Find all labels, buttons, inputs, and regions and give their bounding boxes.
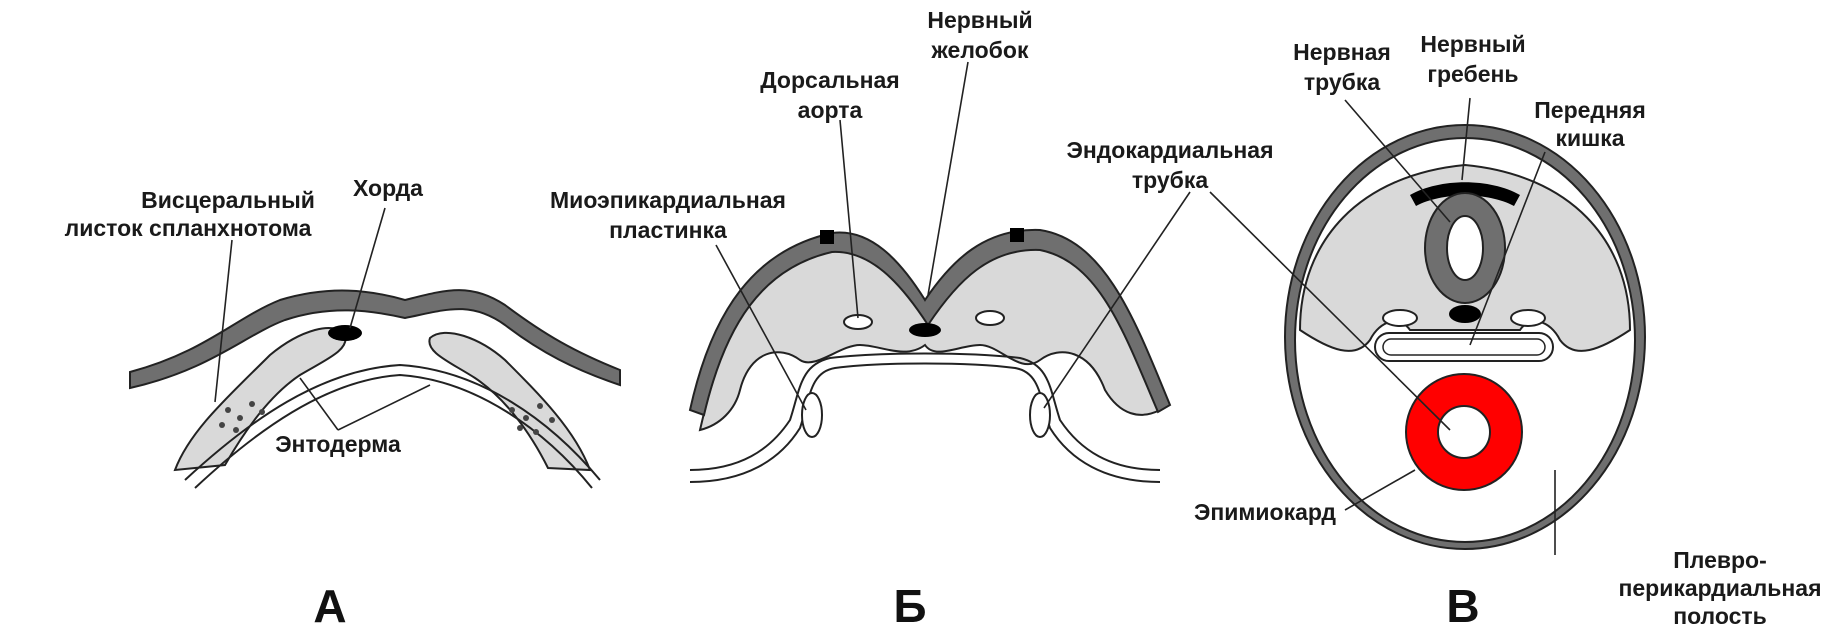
- panel-letter-a: А: [313, 580, 346, 632]
- b-right-crest: [1010, 228, 1024, 242]
- v-neural-canal: [1447, 216, 1483, 280]
- panel-letter-b: Б: [893, 580, 926, 632]
- panel-b-section: [690, 62, 1190, 482]
- label-foregut-line2: кишка: [1555, 125, 1624, 151]
- b-chorda: [909, 323, 941, 337]
- a-chorda: [328, 325, 362, 341]
- label-foregut-line1: Передняя: [1534, 97, 1646, 123]
- label-pleuropericardial-line3: полость: [1673, 603, 1767, 629]
- label-endocardial-line1: Эндокардиальная: [1066, 137, 1273, 163]
- label-pleuropericardial-line1: Плевро-: [1673, 547, 1767, 573]
- label-myoepicardial-line1: Миоэпикардиальная: [550, 187, 786, 213]
- b-right-dorsal-aorta: [976, 311, 1004, 325]
- label-pleuropericardial-line2: перикардиальная: [1618, 575, 1821, 601]
- label-dorsal-aorta-line1: Дорсальная: [760, 67, 899, 93]
- label-dorsal-aorta-line2: аорта: [798, 97, 863, 123]
- b-left-crest: [820, 230, 834, 244]
- b-right-endocardial-tube: [1030, 393, 1050, 437]
- label-neural-tube-line1: Нервная: [1293, 39, 1391, 65]
- label-endocardial-line2: трубка: [1132, 167, 1209, 193]
- label-visceral-line1: Висцеральный: [141, 187, 315, 213]
- label-visceral-line2: листок спланхнотома: [65, 215, 312, 241]
- panel-v-section: [1210, 98, 1645, 555]
- label-myoepicardial-line2: пластинка: [609, 217, 727, 243]
- b-entoderm: [690, 354, 1160, 471]
- label-chorda: Хорда: [353, 175, 423, 201]
- panel-letters: А Б В: [313, 580, 1479, 632]
- label-neural-tube-line2: трубка: [1304, 69, 1381, 95]
- label-neural-crest-line2: гребень: [1427, 61, 1518, 87]
- label-neural-groove-line1: Нервный: [927, 7, 1032, 33]
- label-entoderm: Энтодерма: [275, 431, 401, 457]
- v-chorda: [1449, 305, 1481, 323]
- label-neural-groove-line2: желобок: [931, 37, 1029, 63]
- b-left-endocardial-tube: [802, 393, 822, 437]
- a-ectoderm: [130, 290, 620, 388]
- panel-letter-v: В: [1446, 580, 1479, 632]
- label-epimyocardium: Эпимиокард: [1194, 499, 1336, 525]
- label-neural-crest-line1: Нервный: [1420, 31, 1525, 57]
- v-left-dorsal-aorta: [1383, 310, 1417, 326]
- v-endocardial-tube: [1438, 406, 1490, 458]
- v-right-dorsal-aorta: [1511, 310, 1545, 326]
